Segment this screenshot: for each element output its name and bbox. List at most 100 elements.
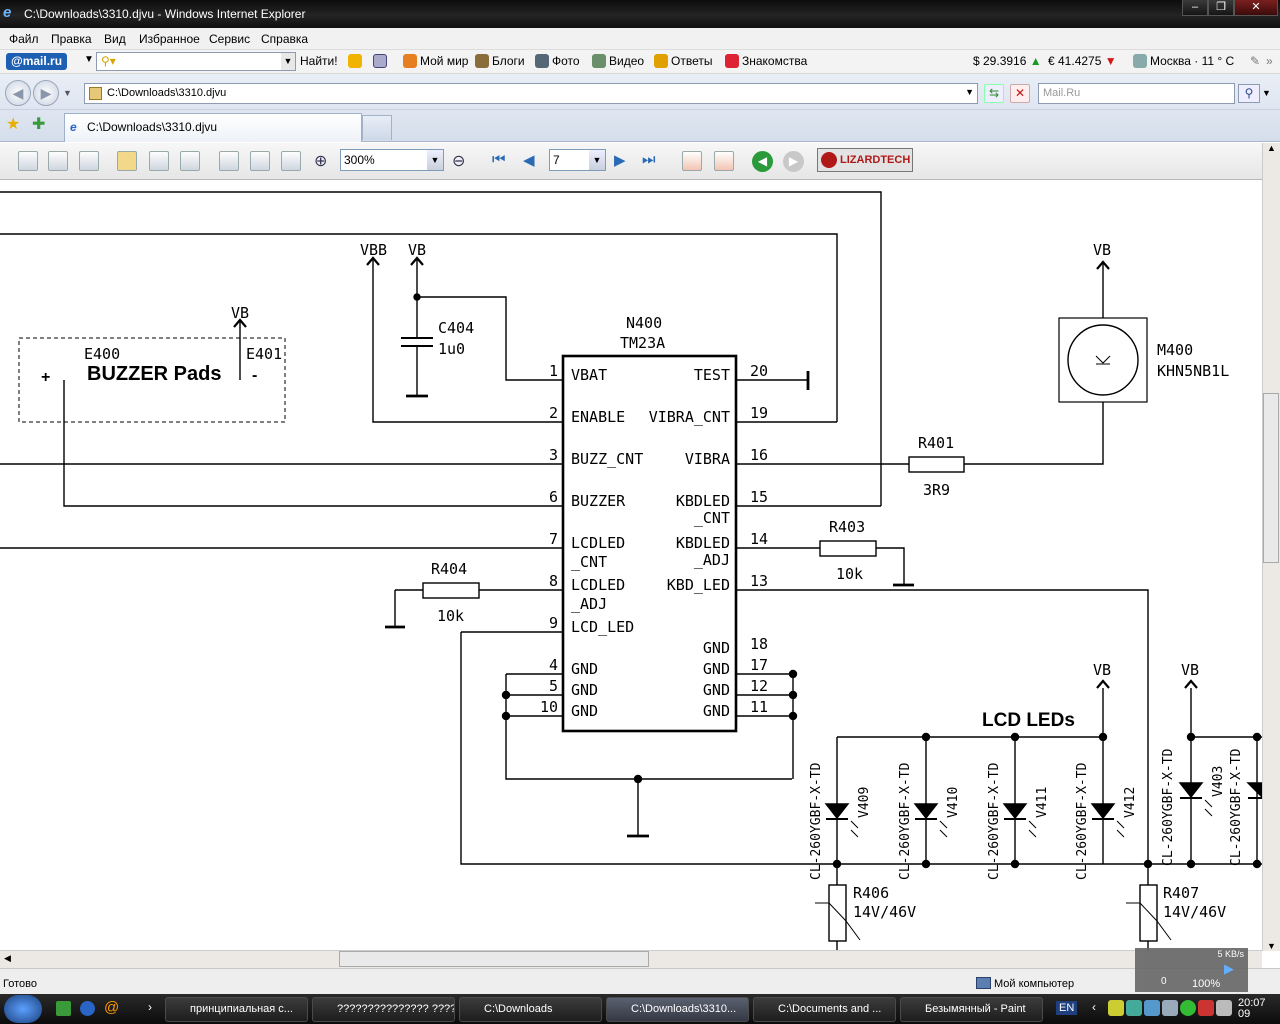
mailru-menu-chevron-icon[interactable]: ▼ xyxy=(84,54,94,65)
page-chevron-icon[interactable]: ▼ xyxy=(589,150,605,170)
add-favorites-icon[interactable]: ✚ xyxy=(32,116,46,133)
eur-rate[interactable]: € 41.4275 ▼ xyxy=(1048,54,1117,68)
menu-edit[interactable]: Правка xyxy=(51,32,92,46)
taskbar-item-ie-1[interactable]: ??????????????? ????... xyxy=(312,997,455,1022)
tray-icon-1[interactable] xyxy=(1108,1000,1124,1016)
highlight-icon[interactable] xyxy=(348,54,365,68)
search-options-chevron-icon[interactable]: ▼ xyxy=(1262,88,1271,98)
last-page-icon[interactable]: ⏭ xyxy=(642,151,656,168)
fit-page-icon[interactable] xyxy=(219,151,239,171)
dating-button[interactable]: Знакомства xyxy=(725,54,807,68)
download-widget[interactable]: 5 KB/s ▶ 0 xyxy=(1135,948,1248,992)
document-view[interactable]: VBB VB VB VB VB VB C404 1u0 N400 TM23A E… xyxy=(0,180,1262,950)
menu-file[interactable]: Файл xyxy=(9,32,39,46)
save-icon[interactable] xyxy=(18,151,38,171)
tray-icon-2[interactable] xyxy=(1126,1000,1142,1016)
rotate-left-icon[interactable] xyxy=(682,151,702,171)
schematic-canvas: VBB VB VB VB VB VB C404 1u0 N400 TM23A E… xyxy=(0,191,1262,950)
hand-tool-icon[interactable] xyxy=(117,151,137,171)
toolbar-more-chevron-icon[interactable]: » xyxy=(1266,54,1273,68)
start-button[interactable] xyxy=(4,995,42,1023)
menu-help[interactable]: Справка xyxy=(261,32,309,46)
toolbar-settings-icon[interactable]: ✎ xyxy=(1250,54,1261,68)
video-button[interactable]: Видео xyxy=(592,54,644,68)
quicklaunch-app-icon[interactable] xyxy=(56,1001,71,1016)
history-chevron-icon[interactable]: ▼ xyxy=(63,88,72,98)
page-select[interactable]: 7▼ xyxy=(549,149,606,171)
next-page-icon[interactable]: ▶ xyxy=(614,152,626,169)
zoom-rect-icon[interactable] xyxy=(180,151,200,171)
fit-width-icon[interactable] xyxy=(250,151,270,171)
photo-button[interactable]: Фото xyxy=(535,54,580,68)
find-button[interactable]: Найти! xyxy=(300,54,338,68)
address-input[interactable]: C:\Downloads\3310.djvu ▼ xyxy=(84,83,978,104)
blogs-button[interactable]: Блоги xyxy=(475,54,525,68)
tray-icon-7[interactable] xyxy=(1216,1000,1232,1016)
scroll-down-icon[interactable]: ▼ xyxy=(1267,941,1276,951)
scroll-left-icon[interactable]: ◀ xyxy=(4,953,11,963)
led-part-3: CL-260YGBF-X-TD xyxy=(987,762,1002,880)
lizardtech-logo[interactable]: LIZARDTECH xyxy=(817,148,913,172)
scroll-up-icon[interactable]: ▲ xyxy=(1267,143,1276,153)
quicklaunch-ie-icon[interactable] xyxy=(80,1001,95,1016)
weather-button[interactable]: Москва · 11 ° C xyxy=(1133,54,1234,68)
tray-expand-icon[interactable]: ‹ xyxy=(1092,1000,1096,1014)
quicklaunch-more-icon[interactable]: › xyxy=(148,1000,152,1014)
taskbar-item-downloads[interactable]: C:\Downloads xyxy=(459,997,602,1022)
tray-icon-5[interactable] xyxy=(1180,1000,1196,1016)
zoom-out-icon[interactable]: ⊖ xyxy=(452,153,466,170)
answers-button[interactable]: Ответы xyxy=(654,54,712,68)
zoom-select[interactable]: 300%▼ xyxy=(340,149,444,171)
tray-icon-4[interactable] xyxy=(1162,1000,1178,1016)
forward-button[interactable]: ▶ xyxy=(33,80,59,106)
first-page-icon[interactable]: ⏮ xyxy=(492,151,506,168)
menu-favorites[interactable]: Избранное xyxy=(139,32,200,46)
menu-tools[interactable]: Сервис xyxy=(209,32,251,46)
zoom-level[interactable]: 100% xyxy=(1192,978,1221,990)
quicklaunch-mail-icon[interactable]: @ xyxy=(104,999,120,1016)
new-tab-button[interactable] xyxy=(362,115,392,140)
back-button[interactable]: ◀ xyxy=(5,80,31,106)
taskbar-item-paint[interactable]: Безымянный - Paint xyxy=(900,997,1043,1022)
refresh-icon[interactable]: ⇆ xyxy=(984,84,1004,103)
actual-size-icon[interactable] xyxy=(281,151,301,171)
zoom-chevron-icon[interactable]: ▼ xyxy=(427,150,443,170)
mailru-search-input[interactable]: ⚲▾ ▼ xyxy=(96,52,296,71)
play-icon[interactable]: ▶ xyxy=(1224,961,1234,976)
print-icon[interactable] xyxy=(48,151,68,171)
forward-gray-icon[interactable]: ▶ xyxy=(783,151,804,172)
usd-rate[interactable]: $ 29.3916 ▲ xyxy=(973,54,1042,68)
minimize-button[interactable]: ‒ xyxy=(1182,0,1208,16)
v409-label: V409 xyxy=(857,787,872,818)
my-world-button[interactable]: Мой мир xyxy=(403,54,468,68)
taskbar-item-djvu[interactable]: C:\Downloads\3310... xyxy=(606,997,749,1022)
back-green-icon[interactable]: ◀ xyxy=(752,151,773,172)
stop-icon[interactable]: ✕ xyxy=(1010,84,1030,103)
dropdown-chevron-icon[interactable]: ▼ xyxy=(281,53,295,70)
find-binoculars-icon[interactable] xyxy=(79,151,99,171)
taskbar-item-documents[interactable]: C:\Documents and ... xyxy=(753,997,896,1022)
search-go-icon[interactable]: ⚲ xyxy=(1238,84,1260,103)
favorites-star-icon[interactable]: ★ xyxy=(6,116,21,133)
tab-active[interactable]: e C:\Downloads\3310.djvu xyxy=(64,113,362,142)
tray-icon-3[interactable] xyxy=(1144,1000,1160,1016)
address-dropdown-icon[interactable]: ▼ xyxy=(965,87,974,97)
zoom-in-icon[interactable]: ⊕ xyxy=(314,153,328,170)
rotate-right-icon[interactable] xyxy=(714,151,734,171)
pin-6-name: BUZZER xyxy=(571,492,626,510)
text-select-icon[interactable] xyxy=(149,151,169,171)
taskbar-item-opera[interactable]: принципиальная с... xyxy=(165,997,308,1022)
pin-12-num: 12 xyxy=(750,677,768,695)
menu-view[interactable]: Вид xyxy=(104,32,126,46)
tray-icon-6[interactable] xyxy=(1198,1000,1214,1016)
window-icon[interactable] xyxy=(373,54,390,68)
search-input[interactable]: Mail.Ru xyxy=(1038,83,1235,104)
language-indicator[interactable]: EN xyxy=(1056,1001,1078,1015)
vertical-scroll-thumb[interactable] xyxy=(1263,393,1279,563)
mailru-logo[interactable]: @mail.ru xyxy=(6,53,68,70)
horizontal-scroll-thumb[interactable] xyxy=(339,951,649,967)
maximize-button[interactable]: ❐ xyxy=(1208,0,1234,16)
prev-page-icon[interactable]: ◀ xyxy=(523,152,535,169)
close-button[interactable]: ✕ xyxy=(1234,0,1278,16)
